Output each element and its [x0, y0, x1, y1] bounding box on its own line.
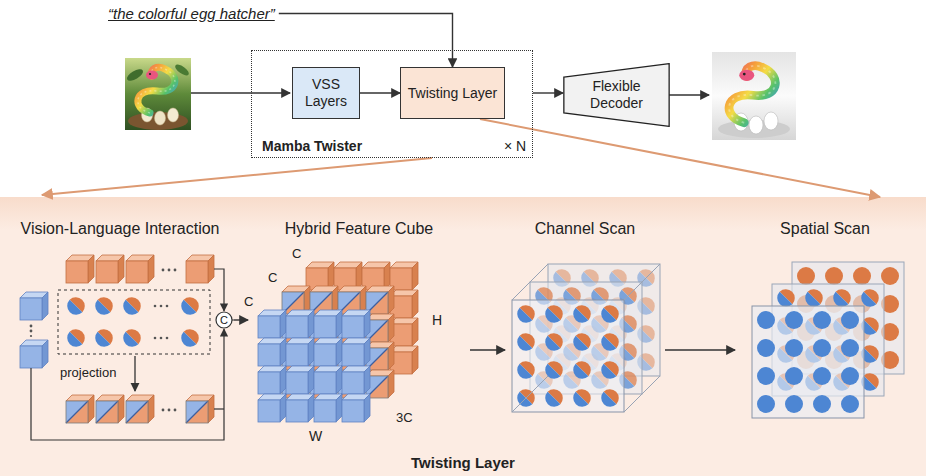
spatial-scan-art	[752, 262, 904, 418]
dimension-label: C	[292, 246, 301, 261]
input-image	[125, 58, 191, 130]
output-image	[712, 52, 796, 140]
repeat-label: × N	[504, 138, 526, 154]
stage-group: Hybrid Feature Cube	[248, 219, 470, 445]
stage-heading: Hybrid Feature Cube	[248, 219, 470, 239]
box-label: VSS Layers	[297, 76, 355, 110]
zoom-connector	[480, 119, 880, 197]
concat-symbol: C	[216, 312, 232, 328]
prompt-text: “the colorful egg hatcher”	[108, 5, 275, 22]
detail-panel: Twisting Layer Vision-Language Interactio…	[0, 197, 926, 476]
stage-heading: Vision-Language Interaction	[6, 219, 234, 239]
channel-scan-art	[512, 264, 660, 412]
output-arrow	[668, 94, 709, 95]
stage-heading: Channel Scan	[505, 219, 665, 239]
panel-title: Twisting Layer	[0, 454, 926, 471]
box-label: Flexible Decoder	[577, 78, 656, 112]
flow-arrow	[360, 92, 400, 93]
flow-arrow	[533, 92, 563, 93]
vision-language-art	[20, 255, 234, 440]
stage-group: Vision-Language Interaction	[6, 219, 234, 445]
group-title: Mamba Twister	[262, 138, 362, 154]
stage-group: Spatial Scan	[735, 219, 915, 445]
flow-arrow	[665, 349, 735, 350]
dimension-label: W	[309, 428, 322, 444]
module-group: Mamba Twister VSS Layers Twisting Layer	[251, 50, 533, 158]
stage-group: Channel Scan	[505, 219, 665, 445]
dimension-label: H	[432, 312, 442, 328]
layer-box: VSS Layers	[292, 67, 360, 119]
dimension-label: C	[268, 270, 277, 285]
stage-heading: Spatial Scan	[735, 219, 915, 239]
decoder-trapezoid: Flexible Decoder	[563, 63, 670, 127]
input-arrow	[191, 92, 290, 93]
layer-box: Twisting Layer	[400, 67, 505, 119]
dimension-label: 3C	[396, 410, 413, 425]
box-label: Twisting Layer	[408, 85, 497, 102]
prompt-text: “the colorful egg hatcher”	[108, 5, 275, 22]
trapezoid-shape	[564, 64, 669, 127]
zoom-line	[42, 158, 432, 195]
flow-arrow	[279, 14, 453, 68]
flow-arrow	[470, 349, 505, 350]
projection-label: projection	[60, 365, 116, 380]
dimension-label: C	[244, 294, 253, 309]
hybrid-feature-cube-art	[258, 262, 418, 422]
panel-ground	[0, 197, 926, 476]
flow-arrow	[234, 319, 248, 320]
